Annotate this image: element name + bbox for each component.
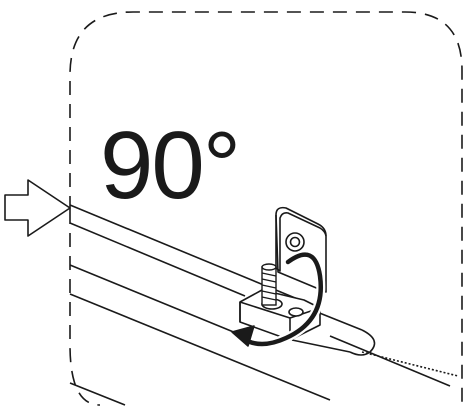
rail-profile (69, 204, 459, 406)
rotation-arrow-icon (231, 250, 326, 349)
insertion-arrow-icon (4, 179, 71, 237)
detail-frame (69, 11, 463, 406)
threaded-bolt (261, 263, 277, 306)
angle-label: 90° (100, 112, 241, 219)
